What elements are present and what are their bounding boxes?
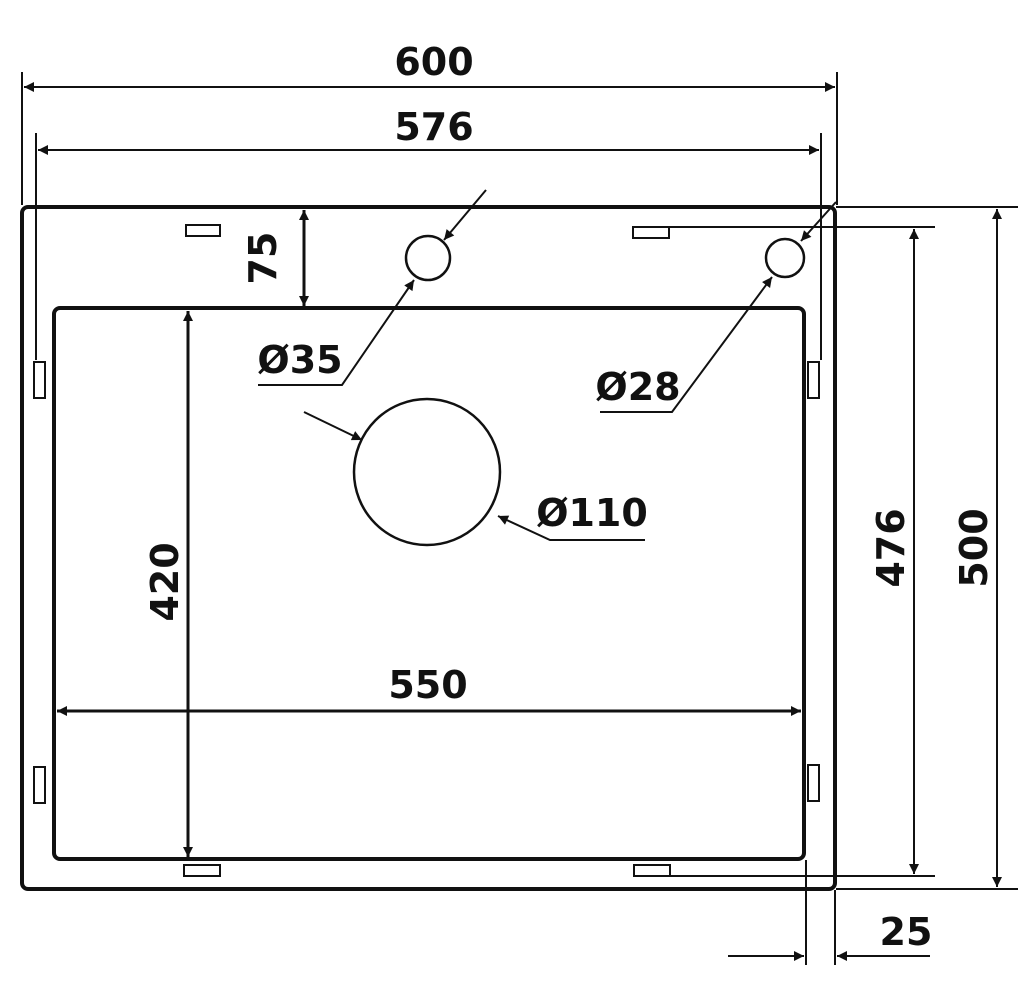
tap-hole xyxy=(404,234,452,282)
inner-depth-label: 476 xyxy=(869,508,913,587)
dimension-rim-offset: 75 xyxy=(241,210,309,306)
mounting-clip xyxy=(183,864,221,877)
mounting-clip xyxy=(33,361,46,399)
dimension-overall-depth: 500 xyxy=(836,206,1018,890)
flange-label: 25 xyxy=(880,910,933,954)
sink-outline xyxy=(20,205,837,891)
overall-depth-label: 500 xyxy=(952,508,996,587)
accessory-hole xyxy=(764,237,806,279)
mounting-clip xyxy=(185,224,221,237)
dimension-inner-width: 576 xyxy=(35,105,822,360)
dimension-bowl-depth: 420 xyxy=(143,311,193,857)
leader-tap-hole: Ø35 xyxy=(257,189,487,386)
leader-drain: Ø110 xyxy=(303,411,648,541)
dimension-bowl-width: 550 xyxy=(57,663,801,716)
inner-width-label: 576 xyxy=(394,105,473,149)
drain-hole xyxy=(352,397,502,547)
mounting-clip xyxy=(633,864,671,877)
bowl-outline xyxy=(52,306,806,861)
rim-offset-label: 75 xyxy=(241,232,285,285)
tap-hole-label: Ø35 xyxy=(257,338,342,382)
mounting-clip xyxy=(807,764,820,802)
dimension-flange: 25 xyxy=(728,860,932,965)
overall-width-label: 600 xyxy=(394,40,473,84)
mounting-clip xyxy=(807,361,820,399)
mounting-clip xyxy=(33,766,46,804)
dimension-inner-depth: 476 xyxy=(669,226,935,877)
bowl-width-label: 550 xyxy=(388,663,467,707)
bowl-depth-label: 420 xyxy=(143,542,187,621)
accessory-hole-label: Ø28 xyxy=(595,365,680,409)
mounting-clip xyxy=(632,226,670,239)
leader-accessory-hole: Ø28 xyxy=(595,201,837,413)
mounting-clips xyxy=(33,224,820,877)
dimension-overall-width: 600 xyxy=(21,40,838,205)
drain-label: Ø110 xyxy=(536,491,648,535)
